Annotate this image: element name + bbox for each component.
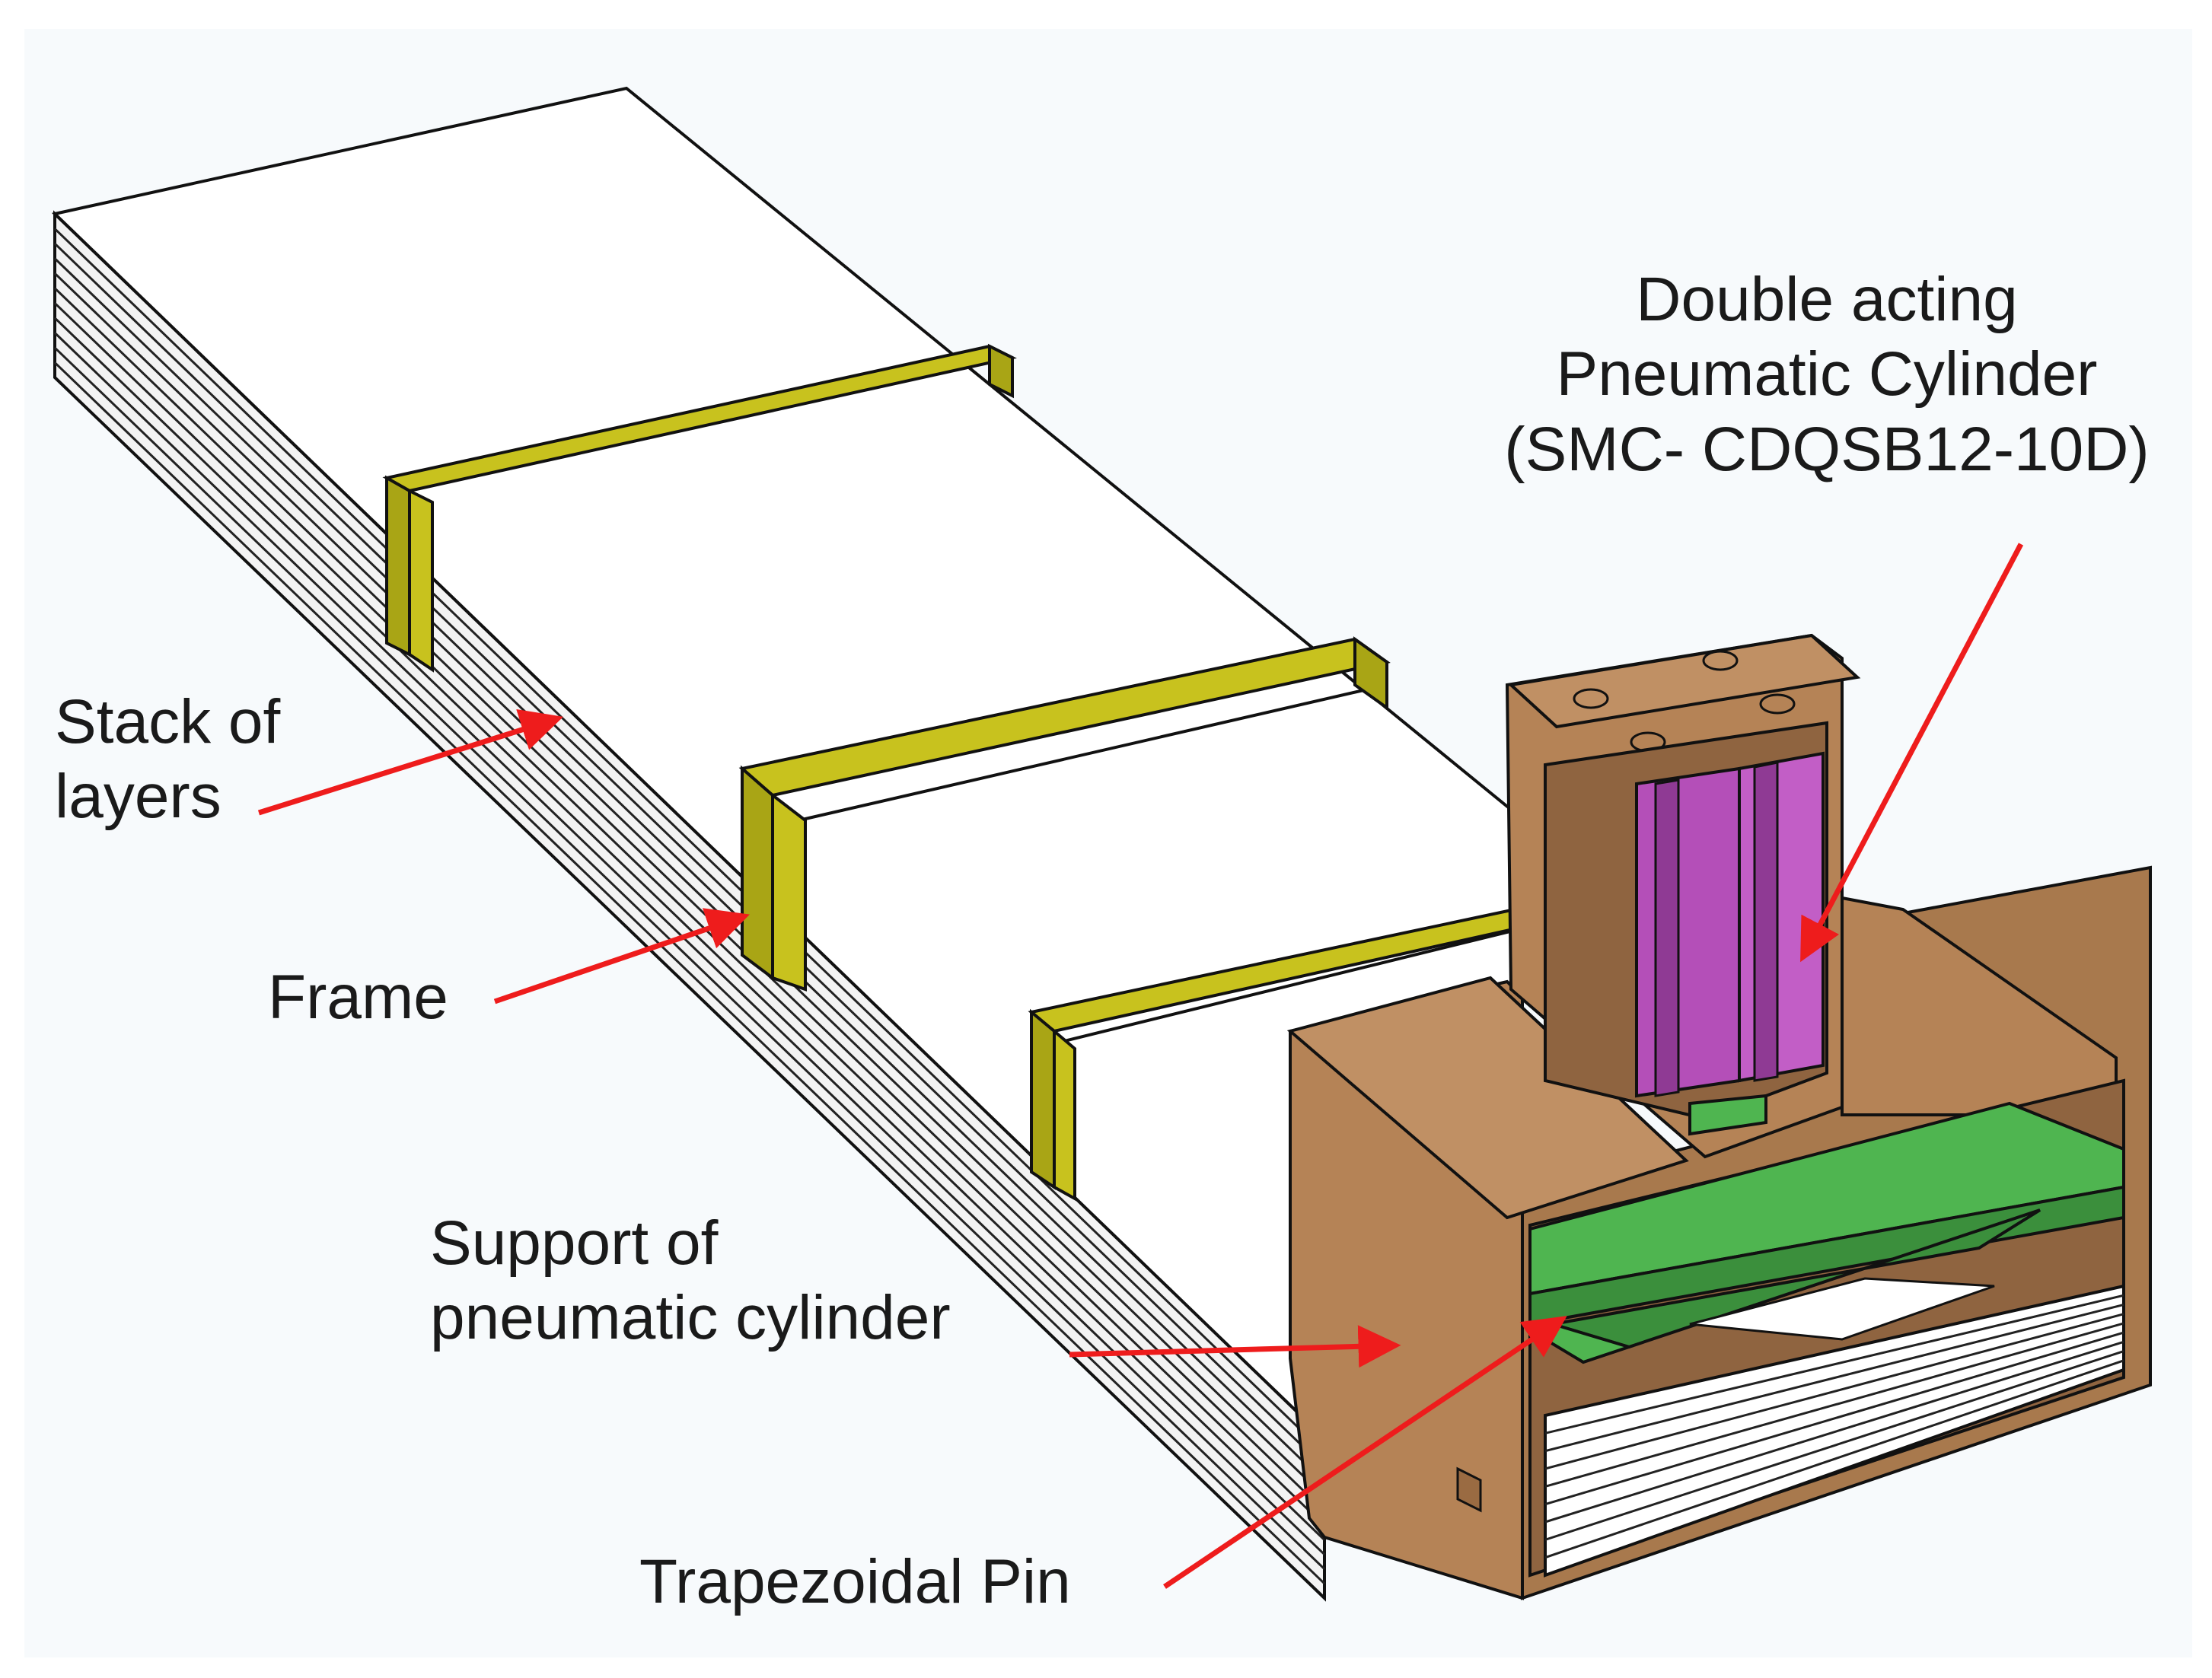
label-pneumatic-cylinder: Double acting Pneumatic Cylinder (SMC- C… (1446, 263, 2207, 487)
inner-layer-line (1544, 1313, 2124, 1470)
arrow-frame (493, 908, 750, 1005)
inner-layer-line (1544, 1331, 2124, 1506)
label-cylinder-line-1: Double acting (1636, 265, 2018, 334)
label-cylinder-line-2: Pneumatic Cylinder (1556, 339, 2098, 409)
label-trapezoidal-pin: Trapezoidal Pin (639, 1545, 1071, 1619)
stack-layer-line (53, 346, 1326, 1570)
stack-layer-line (53, 302, 1326, 1527)
stack-layer-line (53, 228, 1326, 1454)
stack-layer-line (53, 243, 1326, 1469)
frame-1 (382, 343, 1017, 673)
inner-layer-lines (1544, 1294, 2124, 1559)
frame-3 (1028, 907, 1538, 1202)
frame-2 (738, 636, 1391, 992)
inner-layer-stack (1544, 1277, 2125, 1578)
label-support: Support of pneumatic cylinder (430, 1206, 951, 1356)
inner-layer-line (1544, 1322, 2124, 1488)
annotation-arrows (257, 543, 2024, 1589)
stack-layer-line (53, 257, 1326, 1483)
inner-layer-line (1544, 1294, 2124, 1434)
inner-layer-line (1544, 1359, 2124, 1559)
arrow-stack (257, 708, 564, 816)
label-cylinder-line-3: (SMC- CDQSB12-10D) (1504, 414, 2150, 484)
label-frame: Frame (268, 960, 448, 1035)
pin-plate (1528, 1094, 2125, 1326)
label-support-line-2: pneumatic cylinder (430, 1283, 951, 1353)
pneumatic-cylinder (1635, 751, 1825, 1098)
inner-layer-line (1544, 1350, 2124, 1541)
label-support-line-1: Support of (430, 1208, 719, 1278)
stack-layer-line (53, 317, 1326, 1541)
label-stack-line-1: Stack of (55, 687, 281, 756)
arrow-cylinder (1800, 543, 2024, 963)
stack-layer-line (53, 361, 1326, 1584)
label-frame-text: Frame (268, 963, 448, 1032)
stack-layer-line (53, 272, 1326, 1498)
inner-layer-line (1544, 1303, 2124, 1453)
arrow-pin (1163, 1316, 1567, 1589)
inner-layer-line (1544, 1340, 2124, 1524)
label-pin-text: Trapezoidal Pin (639, 1547, 1071, 1616)
stack-layer-line (53, 287, 1326, 1512)
arrow-support (1069, 1325, 1401, 1368)
label-stack-of-layers: Stack of layers (55, 685, 280, 835)
label-stack-line-2: layers (55, 762, 222, 832)
